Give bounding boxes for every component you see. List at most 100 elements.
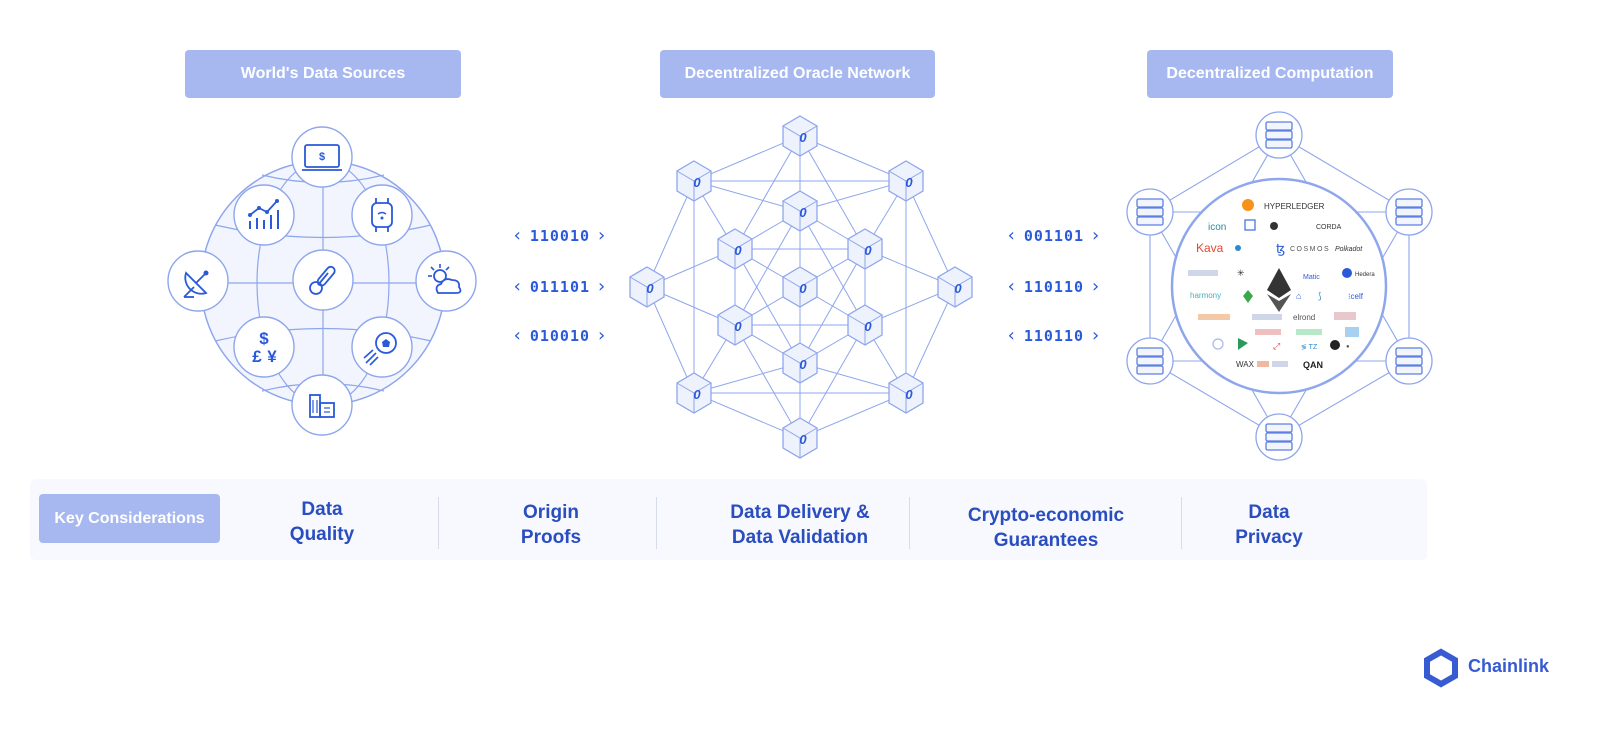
blockchain-logo — [1212, 338, 1224, 350]
ethereum-icon — [1267, 268, 1291, 298]
consideration-line: Privacy — [1235, 527, 1303, 548]
cosmos-logo: COSMOS — [1290, 246, 1330, 253]
consideration-origin-proofs: Origin Proofs — [441, 500, 661, 550]
server-icon — [1385, 337, 1433, 385]
blockchain-logo — [1296, 329, 1322, 335]
consideration-line: Data Validation — [731, 527, 869, 548]
oracle-node — [888, 160, 924, 202]
matic-logo: Matic — [1303, 274, 1320, 281]
payment-icon: $ — [291, 126, 353, 188]
binary-stream-right-2: ‹110110› — [1000, 276, 1108, 297]
blockchain-logo — [1255, 329, 1281, 335]
blockchain-logo: ⌂ — [1296, 291, 1301, 301]
consideration-line: Guarantees — [993, 530, 1099, 551]
chevron-left-icon: ‹ — [1006, 276, 1018, 297]
thermometer-icon — [292, 249, 354, 311]
weather-icon — [415, 250, 477, 312]
blockchain-logo — [1334, 312, 1356, 320]
blockchain-logo: ⁝celf — [1348, 292, 1364, 301]
consideration-line: Quality — [289, 524, 355, 545]
blockchain-logo: WAX — [1236, 360, 1255, 369]
oracle-node — [847, 228, 883, 270]
server-icon — [1126, 188, 1174, 236]
oracle-node — [782, 190, 818, 232]
oracle-node — [782, 342, 818, 384]
blockchain-logo — [1257, 361, 1269, 367]
blockchain-logo: ≶ TZ — [1301, 344, 1318, 351]
data-sources-header: World's Data Sources — [185, 50, 461, 98]
divider — [909, 497, 910, 549]
computation-header: Decentralized Computation — [1147, 50, 1393, 98]
chevron-left-icon: ‹ — [1006, 325, 1018, 346]
oracle-node — [782, 417, 818, 459]
svg-text:$: $ — [259, 329, 269, 348]
chevron-right-icon: › — [1090, 325, 1102, 346]
currency-icon: $ £ ¥ — [233, 316, 295, 378]
chart-icon — [233, 184, 295, 246]
server-icon — [1255, 413, 1303, 461]
server-icon — [1385, 188, 1433, 236]
blockchain-logo — [1198, 314, 1230, 320]
corda-logo: CORDA — [1316, 224, 1342, 231]
server-icon — [1255, 111, 1303, 159]
oracle-network — [629, 115, 973, 459]
chevron-right-icon: › — [596, 325, 608, 346]
consideration-data-quality: Data Quality — [212, 497, 432, 547]
blockchain-logo — [1235, 245, 1241, 251]
hedera-icon — [1342, 268, 1352, 278]
consideration-line: Data — [301, 499, 343, 520]
chevron-left-icon: ‹ — [1006, 225, 1018, 246]
binary-stream-left-3: ‹010010› — [506, 325, 614, 346]
kava-logo: Kava — [1196, 241, 1224, 255]
key-considerations-label: Key Considerations — [39, 494, 220, 543]
binary-stream-left-2: ‹011101› — [506, 276, 614, 297]
consideration-crypto-economic: Crypto-economic Guarantees — [936, 503, 1156, 553]
qan-logo: QAN — [1303, 360, 1323, 370]
oracle-node — [676, 372, 712, 414]
oracle-node — [717, 228, 753, 270]
oracle-node — [937, 266, 973, 308]
harmony-logo: harmony — [1190, 291, 1221, 300]
blockchain-logo: ✳ — [1237, 268, 1245, 278]
consideration-line: Data — [1248, 502, 1290, 523]
oracle-node — [676, 160, 712, 202]
consideration-line: Crypto-economic — [967, 505, 1125, 526]
blockchain-logo — [1188, 270, 1218, 276]
blockchain-logo — [1345, 327, 1359, 337]
consideration-line: Origin — [523, 502, 579, 523]
chevron-left-icon: ‹ — [512, 276, 524, 297]
blockchain-logo — [1270, 222, 1278, 230]
oracle-node — [782, 266, 818, 308]
blockchain-logo — [1272, 361, 1288, 367]
binary-value: 110110 — [1023, 277, 1085, 296]
consideration-line: Data Delivery & — [730, 502, 870, 523]
binary-stream-left-1: ‹110010› — [506, 225, 614, 246]
blockchain-logo-cloud: HYPERLEDGER icon CORDA Kava ꜩ COSMOS Pol… — [1188, 199, 1375, 370]
chevron-left-icon: ‹ — [512, 225, 524, 246]
consideration-data-privacy: Data Privacy — [1159, 500, 1379, 550]
chevron-right-icon: › — [596, 225, 608, 246]
key-considerations-panel — [30, 479, 1427, 560]
divider — [656, 497, 657, 549]
blockchain-logo — [1243, 290, 1253, 303]
elrond-logo: elrond — [1293, 313, 1315, 322]
icon-logo: icon — [1208, 222, 1226, 233]
oracle-node — [782, 115, 818, 157]
consideration-line: Proofs — [520, 527, 582, 548]
svg-text:£: £ — [252, 347, 262, 366]
binary-stream-right-3: ‹ 110110 › — [1000, 325, 1108, 346]
blockchain-logo — [1244, 219, 1256, 231]
oracle-node — [629, 266, 665, 308]
chainlink-brand: Chainlink — [1460, 656, 1549, 677]
buildings-icon — [291, 374, 353, 436]
polkadot-logo: Polkadot — [1335, 246, 1363, 253]
bitcoin-icon — [1242, 199, 1254, 211]
consideration-data-delivery: Data Delivery & Data Validation — [690, 500, 910, 550]
chevron-right-icon: › — [1090, 225, 1102, 246]
blockchain-logo — [1238, 338, 1248, 350]
binary-value: 110110 — [1023, 326, 1085, 345]
sports-icon — [351, 316, 413, 378]
satellite-icon — [167, 250, 229, 312]
server-icon — [1126, 337, 1174, 385]
